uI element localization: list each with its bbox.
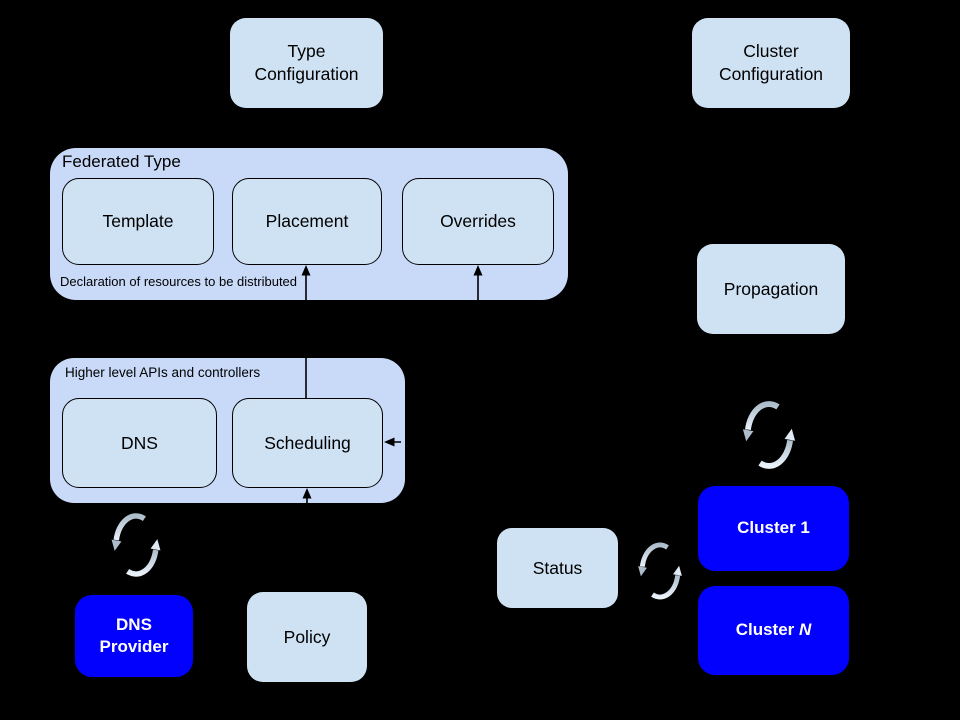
placement-box: Placement <box>232 178 382 265</box>
cluster-n-label: Cluster N <box>735 620 812 640</box>
policy-box: Policy <box>247 592 367 682</box>
type-configuration-box: Type Configuration <box>230 18 383 108</box>
higher-level-apis-container: Higher level APIs and controllers DNS Sc… <box>50 358 405 503</box>
cluster-1-box: Cluster 1 <box>698 486 849 571</box>
dns-provider-box: DNS Provider <box>75 595 193 677</box>
federated-type-caption: Declaration of resources to be distribut… <box>60 274 298 289</box>
sync-icon <box>742 401 796 469</box>
cluster-configuration-box: Cluster Configuration <box>692 18 850 108</box>
federated-type-title: Federated Type <box>62 152 181 171</box>
cluster-n-box: Cluster N <box>698 586 849 675</box>
sync-icon <box>111 513 161 577</box>
template-box: Template <box>62 178 214 265</box>
overrides-box: Overrides <box>402 178 554 265</box>
status-box: Status <box>497 528 618 608</box>
federated-type-container: Federated Type Template Placement Overri… <box>50 148 568 300</box>
higher-level-apis-title: Higher level APIs and controllers <box>65 365 261 380</box>
scheduling-box: Scheduling <box>232 398 383 488</box>
dns-box: DNS <box>62 398 217 488</box>
sync-icon <box>638 542 682 600</box>
propagation-box: Propagation <box>697 244 845 334</box>
